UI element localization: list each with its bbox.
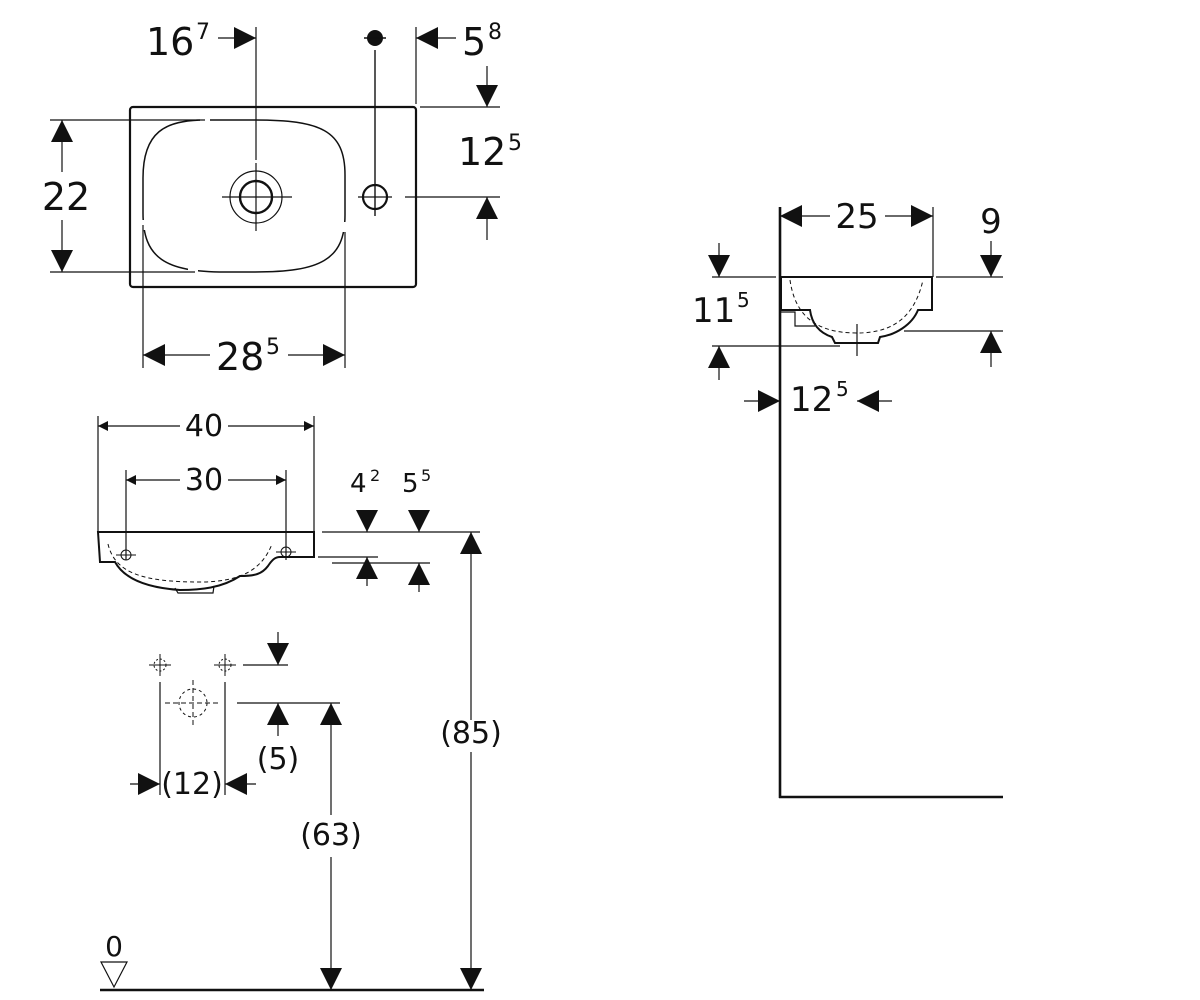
dim-5-8-main: 5 [462, 20, 486, 64]
dim-85: (85) [440, 716, 502, 751]
dim-12-5-sup: 5 [508, 131, 522, 156]
bowl-outline-top [142, 119, 346, 273]
water-supply-left [149, 654, 171, 676]
basin-outline-front [96, 531, 315, 592]
dim-16-7-main: 16 [146, 20, 194, 64]
drain-symbol [222, 163, 292, 231]
tap-hole-symbol [358, 30, 392, 216]
dim-63: (63) [300, 818, 362, 853]
dim-4-2-main: 4 [350, 469, 367, 499]
dim-40: 40 [185, 409, 223, 444]
basin-outline-side [780, 276, 933, 344]
water-supply-right [214, 654, 236, 676]
dim-5-8-sup: 8 [488, 20, 502, 45]
dim-30: 30 [185, 463, 223, 498]
dim-4-2-sup: 2 [370, 466, 380, 485]
dim-16-7-sup: 7 [196, 20, 210, 45]
dim-12-5-main: 12 [458, 130, 506, 174]
dim-12: (12) [161, 767, 223, 802]
dim-5-5-main: 5 [402, 469, 419, 499]
dim-9-side: 9 [980, 202, 1002, 242]
floor-marker-icon [100, 961, 128, 989]
waste-outlet [165, 680, 221, 726]
dim-22: 22 [42, 175, 90, 219]
dim-25-side: 25 [835, 197, 878, 237]
front-view: 40 30 4 2 5 5 (85) [96, 409, 502, 992]
floor-label: 0 [105, 930, 123, 963]
dim-12-5-side-main: 12 [790, 380, 833, 420]
overflow-hole-right [276, 546, 296, 558]
dim-11-5-sup: 5 [737, 288, 750, 312]
side-view: 25 9 11 5 12 5 [692, 197, 1003, 799]
dim-28-5-sup: 5 [266, 335, 280, 360]
dim-5: (5) [257, 742, 300, 777]
overflow-hole-left [116, 549, 136, 561]
dim-5-5-sup: 5 [421, 466, 431, 485]
top-view: 16 7 5 8 12 5 22 28 5 [42, 20, 522, 379]
dim-11-5-main: 11 [692, 291, 735, 331]
dim-12-5-side-sup: 5 [836, 377, 849, 401]
dim-28-5-main: 28 [216, 335, 264, 379]
